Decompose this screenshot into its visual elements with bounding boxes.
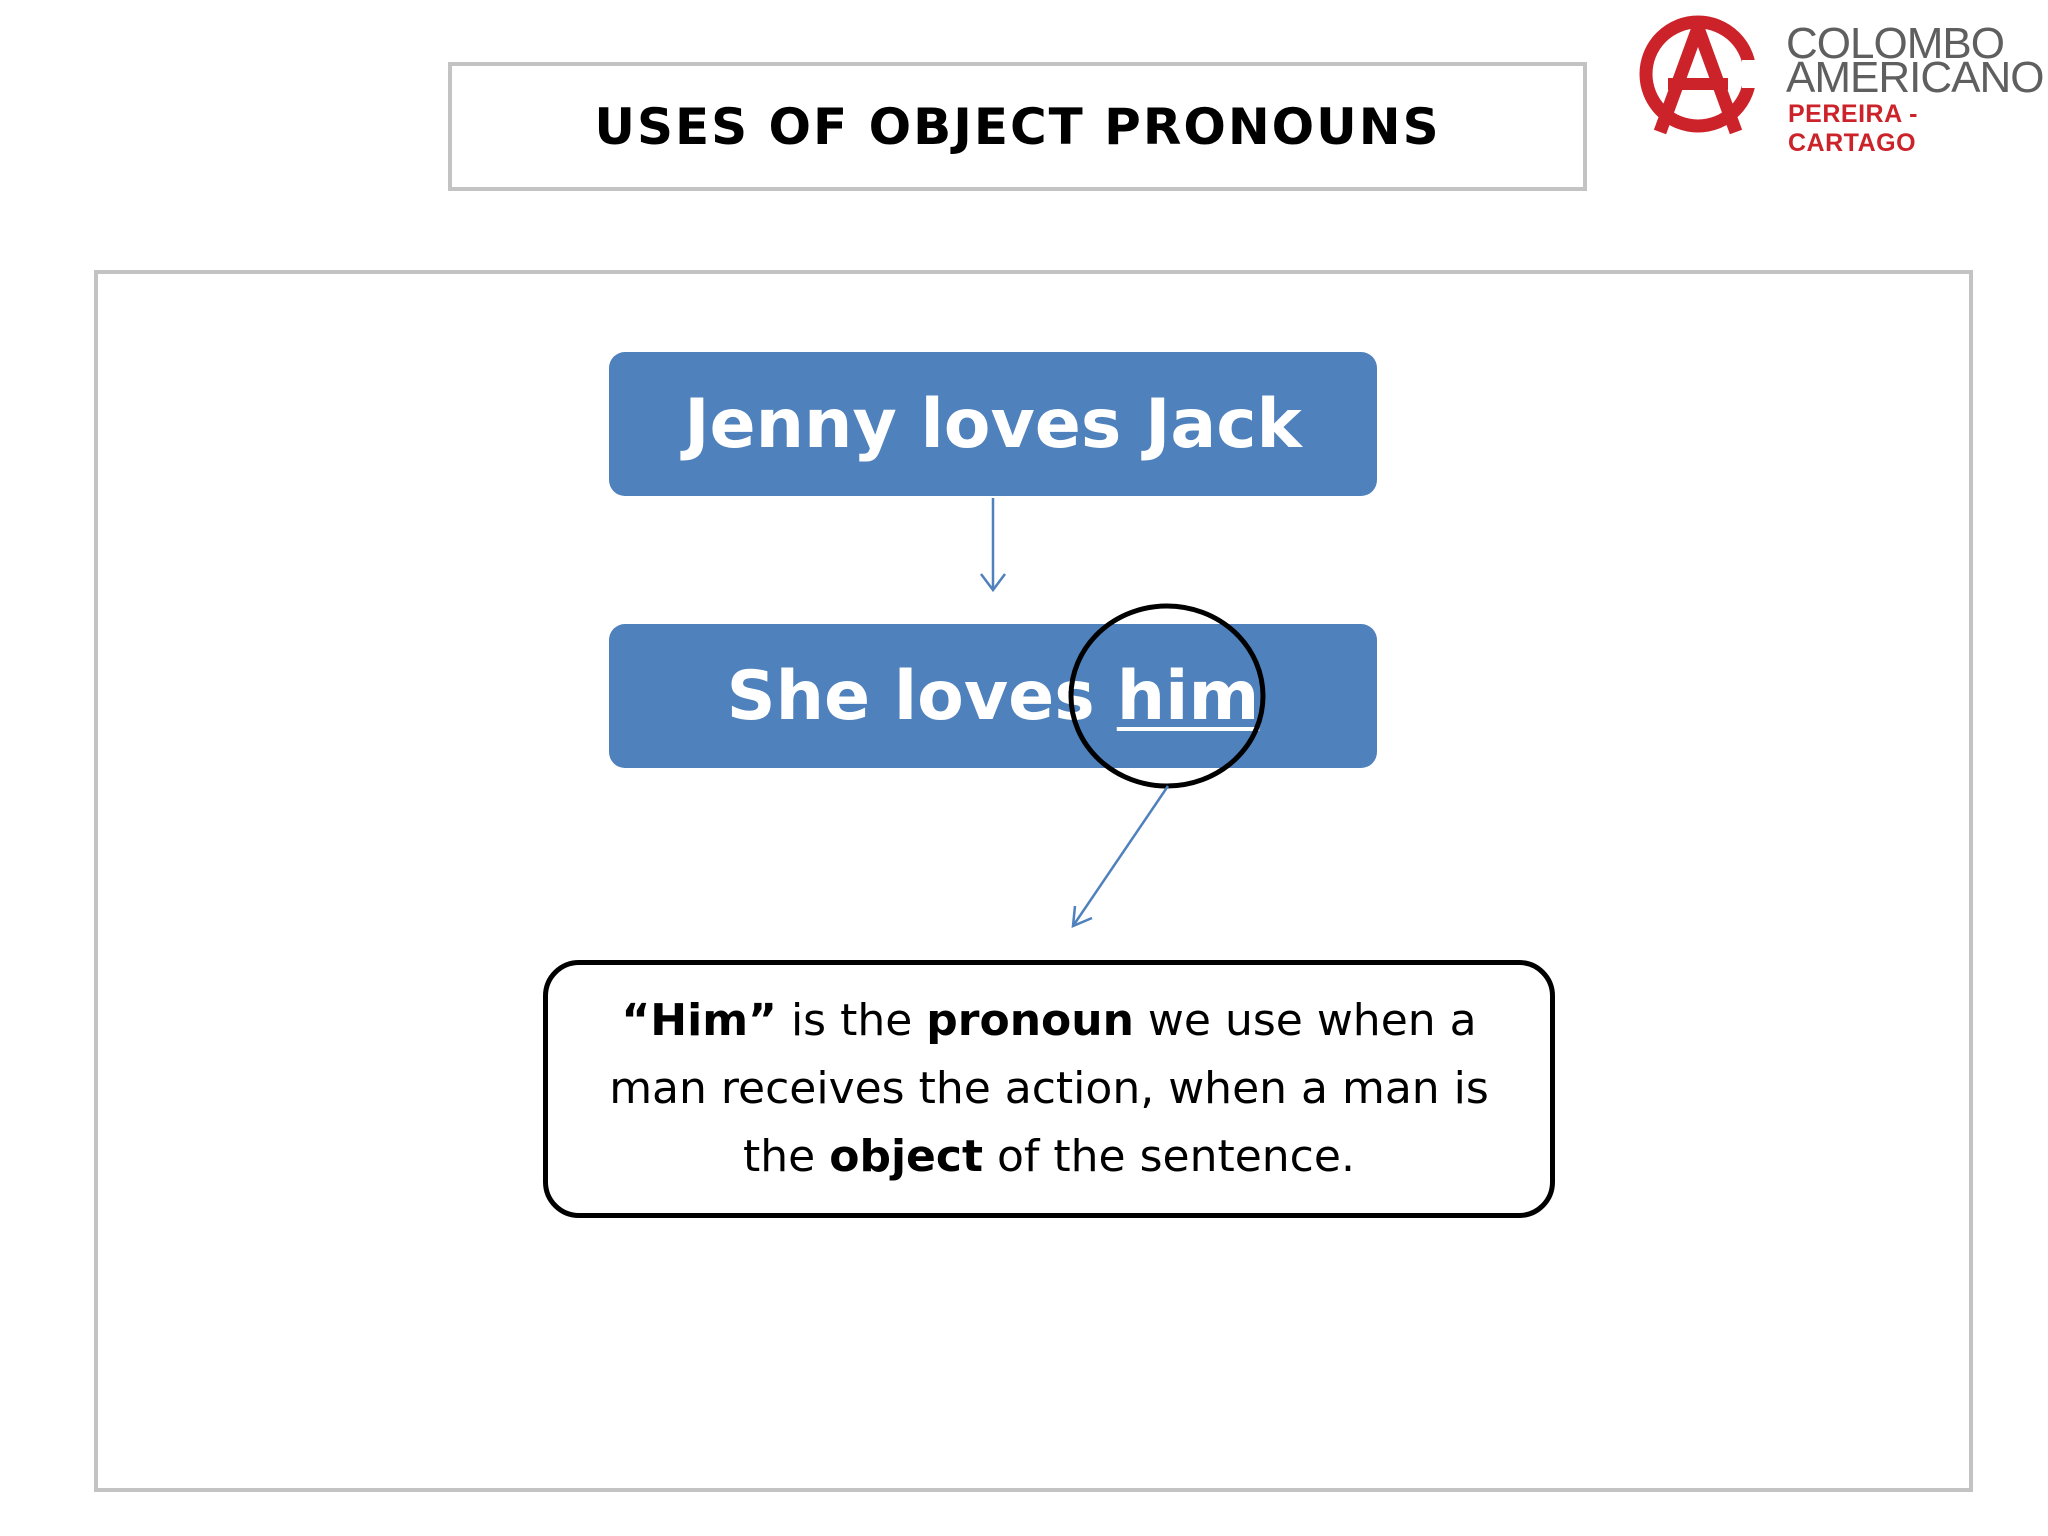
- sentence-pronoun-start: She loves: [726, 656, 1095, 736]
- sentence-box-pronoun: She loves him: [609, 624, 1377, 768]
- sentence-original-text: Jenny loves Jack: [684, 384, 1302, 464]
- logo-text-americano: AMERICANO: [1786, 53, 2044, 102]
- colombo-americano-logo: COLOMBO AMERICANO PEREIRA - CARTAGO: [1638, 8, 2048, 157]
- explanation-text-part: of the sentence.: [983, 1131, 1355, 1182]
- slide-title: USES OF OBJECT PRONOUNS: [594, 97, 1441, 156]
- content-frame: [94, 270, 1973, 1492]
- logo-text-location: PEREIRA - CARTAGO: [1788, 100, 1918, 157]
- logo-mark-icon: [1639, 15, 1763, 135]
- explanation-box: “Him” is the pronoun we use when a man r…: [543, 960, 1555, 1218]
- sentence-box-original: Jenny loves Jack: [609, 352, 1377, 496]
- object-pronoun-him: him: [1116, 656, 1260, 736]
- slide-title-box: USES OF OBJECT PRONOUNS: [448, 62, 1587, 191]
- explanation-text-part: is the: [776, 995, 927, 1046]
- explanation-term-pronoun: pronoun: [926, 995, 1134, 1046]
- explanation-text: “Him” is the pronoun we use when a man r…: [578, 987, 1520, 1191]
- explanation-term-object: object: [829, 1131, 984, 1182]
- logo-text-colombo: COLOMBO: [1786, 19, 2005, 68]
- explanation-text-part: we use when a man receives the action, w…: [609, 995, 1489, 1182]
- explanation-term-him: “Him”: [621, 995, 777, 1046]
